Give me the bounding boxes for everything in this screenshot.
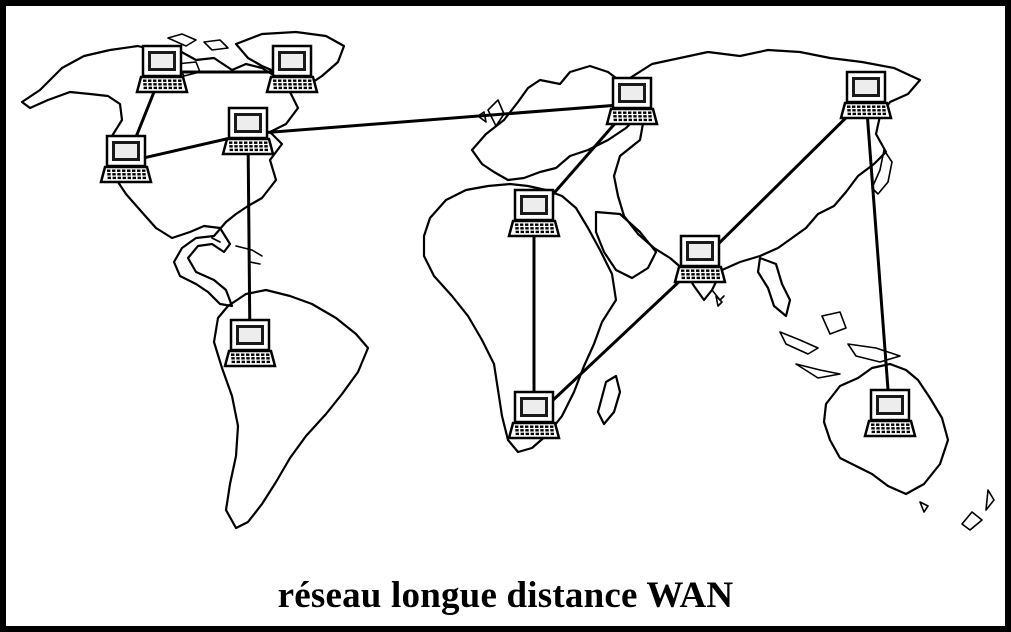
diagram-caption: réseau longue distance WAN [277, 575, 734, 616]
network-nodes [99, 44, 917, 440]
laptop-icon [605, 76, 659, 126]
africa-outline [422, 182, 618, 454]
new-zealand [961, 489, 995, 531]
japan-islands [871, 149, 893, 195]
continent-outlines [20, 30, 995, 531]
laptop-icon [673, 234, 727, 284]
australia-outline [822, 362, 950, 496]
laptop-icon [221, 106, 275, 156]
southeast-asia-outline [756, 256, 792, 318]
tasmania [919, 501, 929, 513]
greenland-outline [234, 30, 346, 90]
network-link [246, 102, 634, 136]
network-link [246, 132, 252, 348]
asia-outline [612, 48, 922, 302]
network-link [864, 96, 892, 418]
arabia-outline [594, 210, 658, 280]
sri-lanka [715, 295, 723, 307]
laptop-icon [839, 70, 893, 120]
indonesia-islands [779, 311, 901, 379]
laptop-icon [507, 390, 561, 440]
laptop-icon [265, 44, 319, 94]
laptop-icon [507, 188, 561, 238]
caribbean-islands [211, 237, 263, 265]
laptop-icon [223, 318, 277, 368]
laptop-icon [863, 388, 917, 438]
network-link [532, 260, 702, 420]
laptop-icon [135, 44, 189, 94]
south-america-outline [212, 288, 370, 530]
network-link [698, 96, 868, 264]
laptop-icon [99, 134, 153, 184]
madagascar-outline [596, 374, 622, 426]
